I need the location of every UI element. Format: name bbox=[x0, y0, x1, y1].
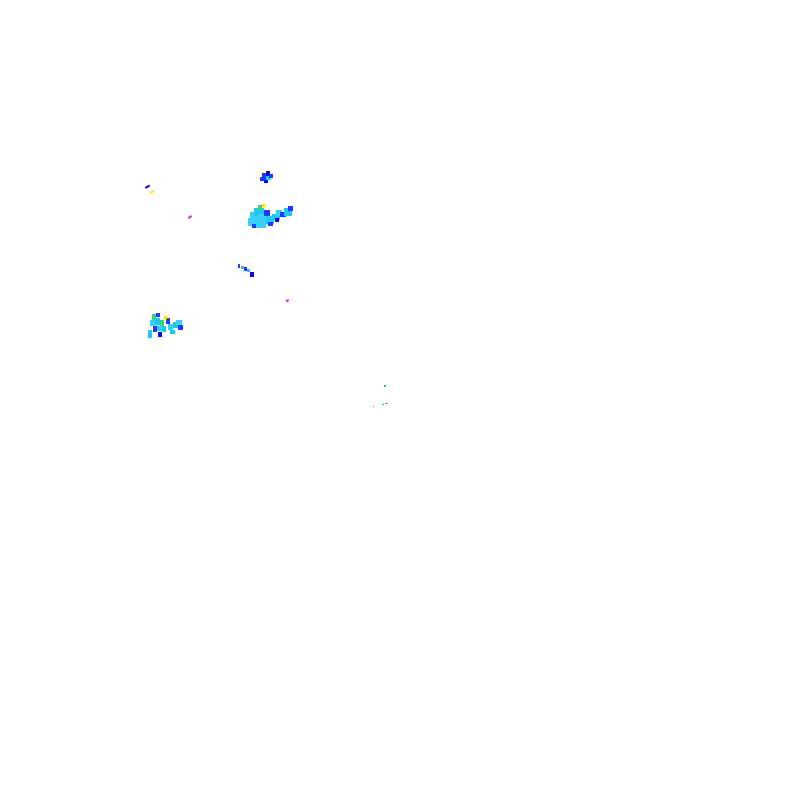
echo-cluster-main bbox=[248, 204, 293, 228]
echo-cluster-west bbox=[148, 313, 183, 338]
speck-nw-blue bbox=[144, 184, 151, 189]
speck-magenta-1 bbox=[187, 215, 193, 219]
echo-cluster-north bbox=[260, 171, 273, 183]
speck-nw-yellow bbox=[149, 190, 155, 194]
echo-cluster-mid bbox=[238, 264, 254, 277]
echo-cluster-center-trace bbox=[373, 385, 388, 407]
speck-magenta-2 bbox=[285, 299, 290, 303]
